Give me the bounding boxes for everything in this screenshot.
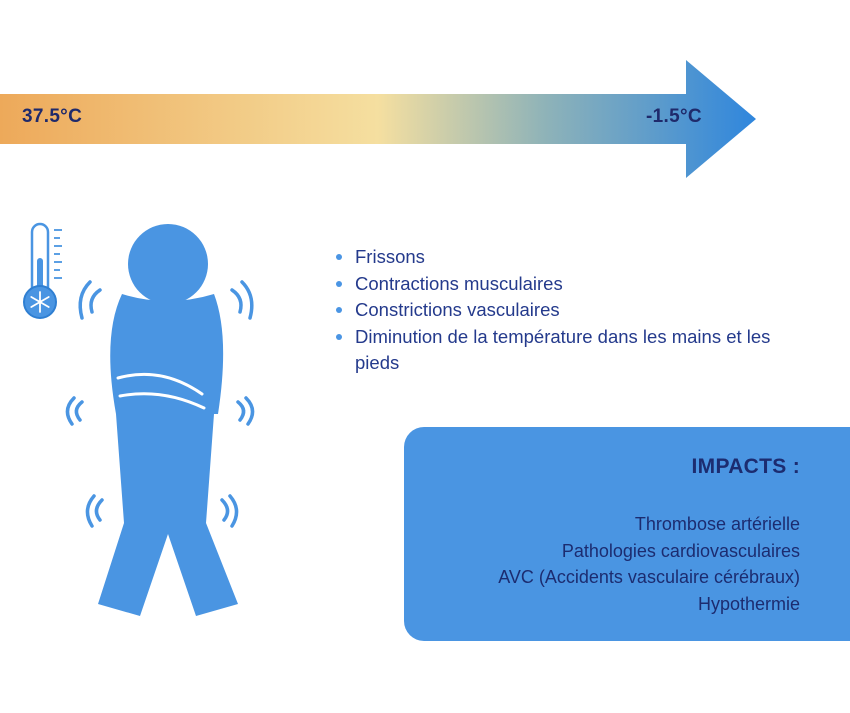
symptom-item: Frissons	[334, 244, 814, 271]
thermometer-snowflake-icon	[23, 222, 62, 319]
end-temperature-label: -1.5°C	[646, 106, 702, 127]
symptom-item: Constrictions vasculaires	[334, 297, 814, 324]
symptom-item: Contractions musculaires	[334, 271, 814, 298]
symptom-item: Diminution de la température dans les ma…	[334, 324, 814, 377]
impact-item: AVC (Accidents vasculaire cérébraux)	[498, 567, 800, 587]
shivering-person-icon	[65, 224, 255, 616]
impact-item: Thrombose artérielle	[634, 514, 800, 534]
start-temperature-label: 37.5°C	[22, 106, 83, 127]
impacts-list: Thrombose artérielle Pathologies cardiov…	[498, 511, 800, 617]
symptoms-list: Frissons Contractions musculaires Constr…	[334, 244, 814, 377]
impacts-title: IMPACTS :	[691, 455, 800, 478]
impact-item: Hypothermie	[697, 593, 800, 614]
impact-item: Pathologies cardiovasculaires	[561, 540, 800, 561]
impacts-panel: IMPACTS : Thrombose artérielle Pathologi…	[404, 427, 850, 641]
temperature-gradient-arrow	[0, 60, 756, 178]
